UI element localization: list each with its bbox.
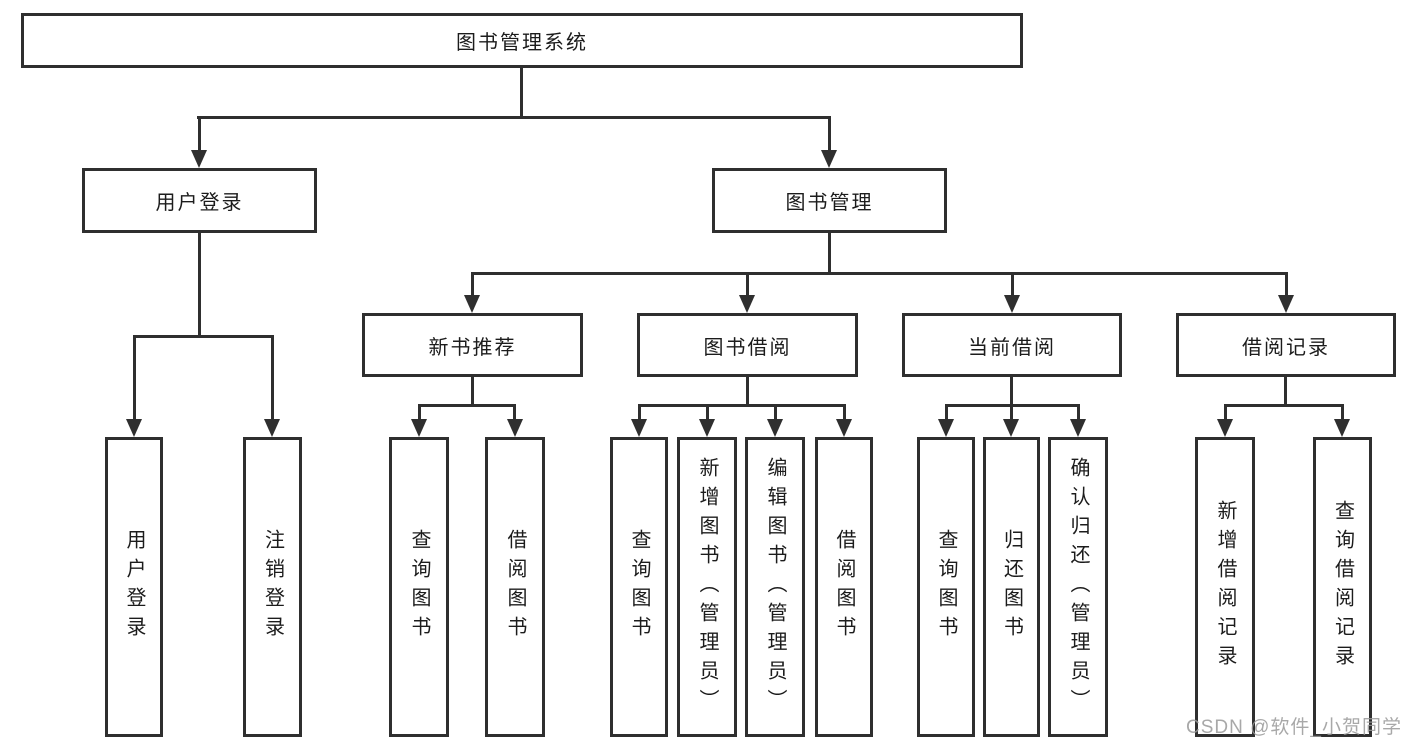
connector-line: [746, 377, 749, 407]
connector-line: [198, 233, 201, 338]
leaf-query-books-1: 查询图书: [389, 437, 449, 737]
node-book-management: 图书管理: [712, 168, 947, 233]
connector-line: [197, 116, 831, 119]
arrow-down-icon: [411, 419, 427, 437]
leaf-logout: 注销登录: [243, 437, 302, 737]
node-label: 图书管理系统: [456, 32, 588, 54]
node-label: 图书借阅: [703, 336, 792, 359]
connector-line: [774, 404, 777, 421]
node-label: 当前借阅: [968, 336, 1056, 359]
connector-line: [706, 404, 709, 421]
arrow-down-icon: [126, 419, 142, 437]
connector-line: [1011, 272, 1014, 298]
arrow-down-icon: [464, 295, 480, 313]
leaf-query-books-3: 查询图书: [917, 437, 975, 737]
arrow-down-icon: [191, 150, 207, 168]
arrow-down-icon: [821, 150, 837, 168]
arrow-down-icon: [938, 419, 954, 437]
connector-line: [418, 404, 421, 421]
arrow-down-icon: [1004, 295, 1020, 313]
connector-line: [133, 335, 274, 338]
connector-line: [471, 272, 1288, 275]
node-current-borrowing: 当前借阅: [902, 313, 1122, 377]
connector-line: [1077, 404, 1080, 421]
node-book-borrowing: 图书借阅: [637, 313, 858, 377]
csdn-watermark: CSDN @软件_小贺同学: [1186, 717, 1402, 738]
connector-line: [1224, 404, 1227, 421]
arrow-down-icon: [699, 419, 715, 437]
connector-line: [471, 272, 474, 298]
arrow-down-icon: [1003, 419, 1019, 437]
leaf-add-books-admin: 新增图书（管理员）: [677, 437, 737, 737]
arrow-down-icon: [836, 419, 852, 437]
leaf-query-books-2: 查询图书: [610, 437, 668, 737]
arrow-down-icon: [1334, 419, 1350, 437]
connector-line: [520, 68, 523, 119]
connector-line: [638, 404, 641, 421]
connector-line: [638, 404, 845, 407]
arrow-down-icon: [739, 295, 755, 313]
node-new-book-recommendation: 新书推荐: [362, 313, 583, 377]
node-label: 新书推荐: [428, 336, 517, 359]
arrow-down-icon: [1217, 419, 1233, 437]
node-user-login: 用户登录: [82, 168, 317, 233]
connector-line: [1341, 404, 1344, 421]
connector-line: [746, 272, 749, 298]
connector-line: [843, 404, 846, 421]
arrow-down-icon: [767, 419, 783, 437]
arrow-down-icon: [1278, 295, 1294, 313]
connector-line: [1285, 272, 1288, 298]
arrow-down-icon: [264, 419, 280, 437]
connector-line: [945, 404, 948, 421]
leaf-edit-books-admin: 编辑图书（管理员）: [745, 437, 805, 737]
connector-line: [828, 116, 831, 154]
node-library-management-system: 图书管理系统: [21, 13, 1023, 68]
connector-line: [828, 233, 831, 275]
arrow-down-icon: [507, 419, 523, 437]
connector-line: [198, 116, 201, 154]
leaf-add-borrow-record: 新增借阅记录: [1195, 437, 1255, 737]
connector-line: [418, 404, 516, 407]
connector-line: [1010, 404, 1013, 421]
connector-line: [1284, 377, 1287, 407]
connector-line: [133, 335, 136, 421]
arrow-down-icon: [631, 419, 647, 437]
leaf-borrow-books-2: 借阅图书: [815, 437, 873, 737]
node-label: 用户登录: [155, 192, 244, 214]
leaf-borrow-books-1: 借阅图书: [485, 437, 545, 737]
leaf-return-books: 归还图书: [983, 437, 1040, 737]
connector-line: [1010, 377, 1013, 407]
leaf-user-login: 用户登录: [105, 437, 163, 737]
connector-line: [1224, 404, 1343, 407]
connector-line: [271, 335, 274, 421]
leaf-query-borrow-record: 查询借阅记录: [1313, 437, 1372, 737]
connector-line: [513, 404, 516, 421]
connector-line: [471, 377, 474, 407]
arrow-down-icon: [1070, 419, 1086, 437]
node-borrowing-records: 借阅记录: [1176, 313, 1396, 377]
node-label: 图书管理: [785, 192, 874, 214]
leaf-confirm-return-admin: 确认归还（管理员）: [1048, 437, 1108, 737]
node-label: 借阅记录: [1242, 336, 1330, 359]
